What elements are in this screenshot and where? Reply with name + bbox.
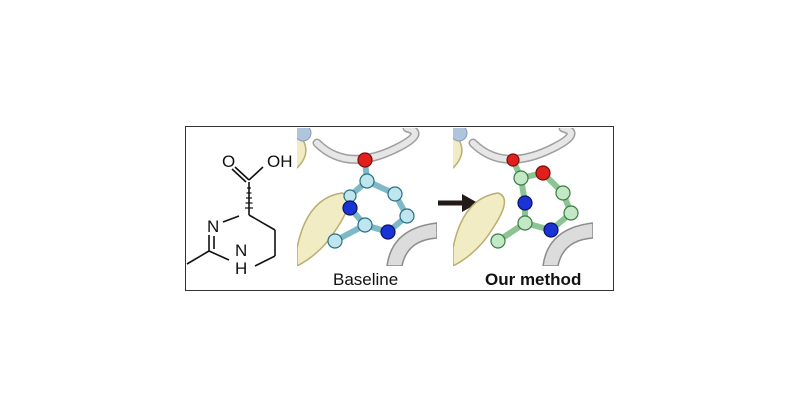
baseline-caption: Baseline [333,270,399,289]
carbonyl-oxygen-label: O [222,152,235,171]
amine-nitrogen-label: N [235,241,247,260]
imine-nitrogen-label: N [207,217,219,236]
baseline-render [297,128,437,266]
chemical-structure: O OH N N H [186,152,293,278]
arrow-icon [438,194,478,212]
ours-render [453,128,593,266]
amine-hydrogen-label: H [235,259,247,278]
ours-caption: Our method [485,270,582,289]
hydroxyl-label: OH [267,152,293,171]
